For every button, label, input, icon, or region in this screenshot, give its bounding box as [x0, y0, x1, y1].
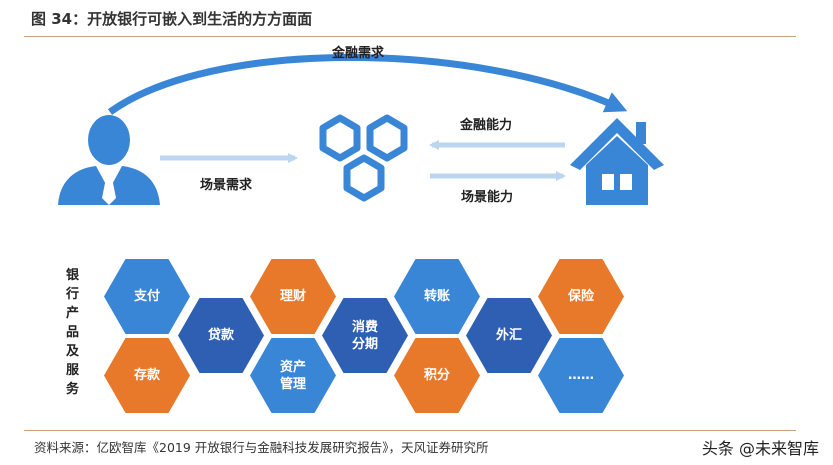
product-hex-transfer: 转账 [394, 259, 480, 334]
house-icon [570, 118, 664, 205]
figure-title: 图 34：开放银行可嵌入到生活的方方面面 [31, 10, 313, 28]
footer-divider [24, 430, 796, 431]
person-icon [58, 115, 160, 205]
product-hex-points: 积分 [394, 338, 480, 413]
product-hex-wealth: 理财 [250, 259, 336, 334]
product-hex-asset-management: 资产 管理 [250, 338, 336, 413]
scene-capability-label: 场景能力 [461, 190, 514, 205]
product-hex-installment: 消费 分期 [322, 298, 408, 373]
demand-curve-arrow [107, 54, 628, 115]
hexagon-cluster-icon [319, 114, 408, 202]
finance-capability-label: 金融能力 [460, 118, 513, 133]
scene-demand-label: 场景需求 [200, 178, 253, 193]
title-divider [24, 36, 796, 37]
source-note: 资料来源：亿欧智库《2019 开放银行与金融科技发展研究报告》，天风证券研究所 [34, 440, 489, 455]
bank-products-label: 银行产品及服务 [66, 268, 80, 397]
financial-demand-label: 金融需求 [332, 46, 385, 61]
watermark: 头条 @未来智库 [701, 439, 819, 458]
